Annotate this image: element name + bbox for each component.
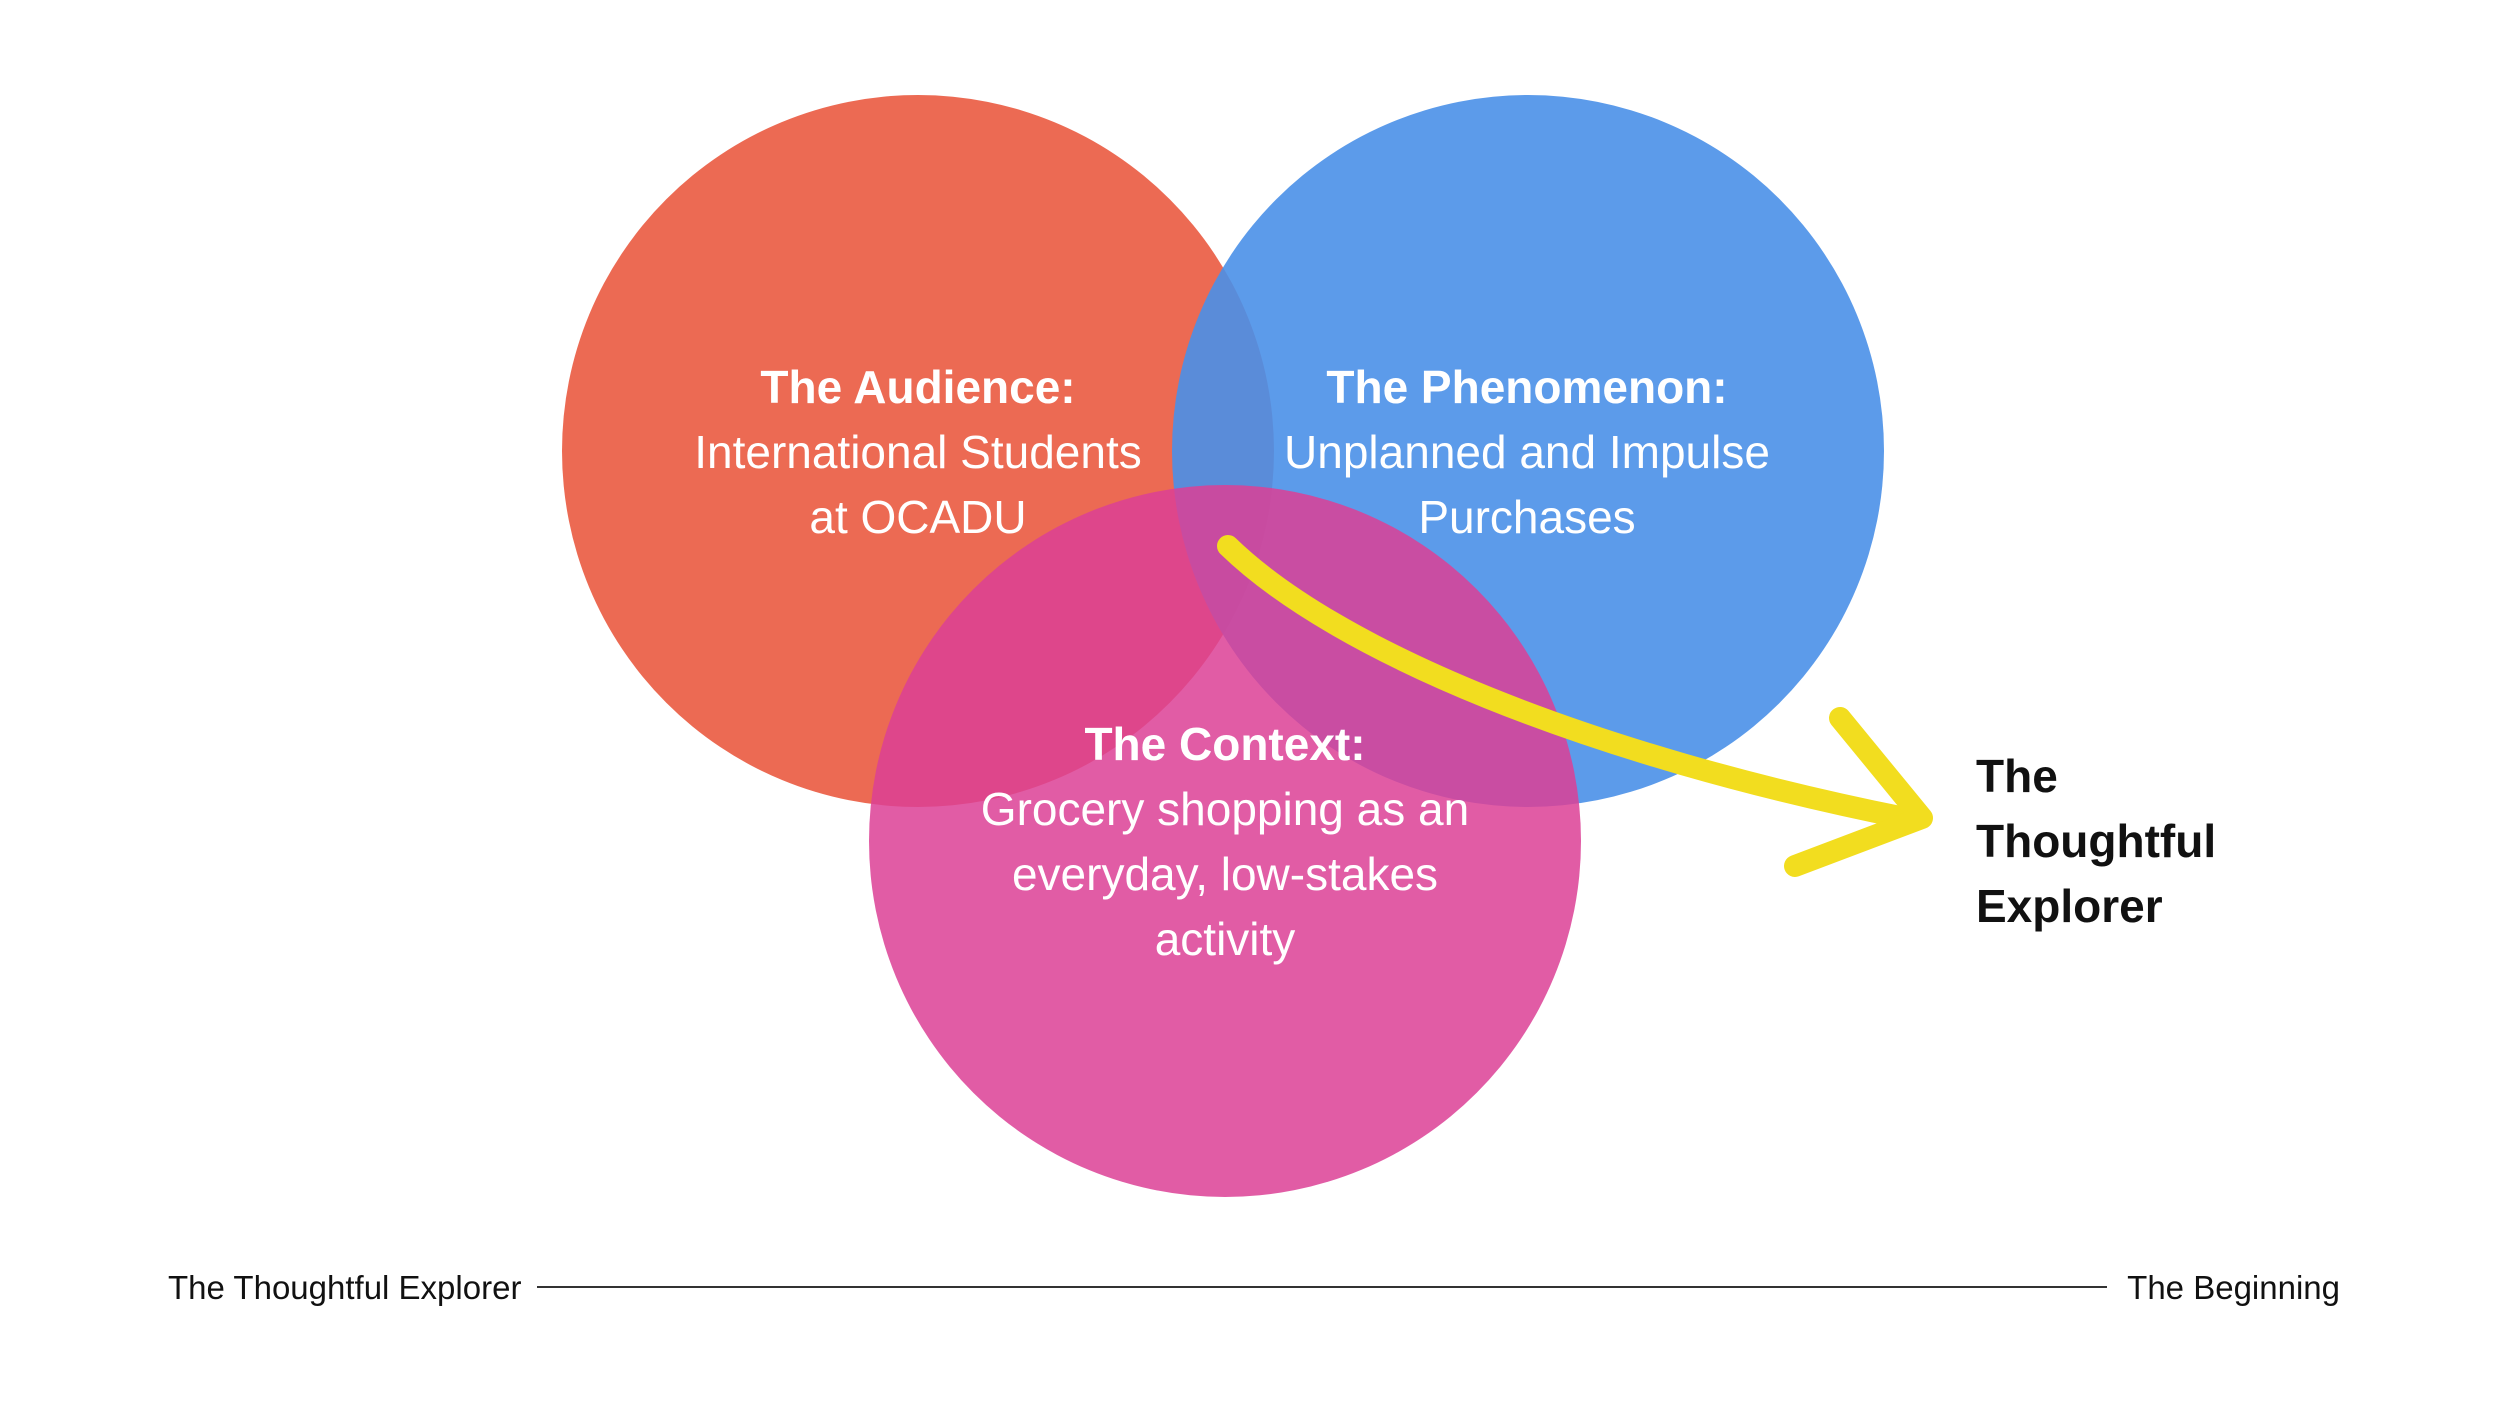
audience-line-2: at OCADU (809, 491, 1027, 543)
outcome-line-2: Thoughtful (1976, 815, 2217, 867)
phenomenon-label: The Phenomenon: Unplanned and Impulse Pu… (1247, 355, 1807, 550)
phenomenon-title: The Phenomenon: (1326, 361, 1728, 413)
context-line-2: everyday, low-stakes (1011, 848, 1439, 900)
context-title: The Context: (1084, 718, 1366, 770)
audience-line-1: International Students (694, 426, 1142, 478)
context-line-1: Grocery shopping as an (980, 783, 1470, 835)
curved-arrow-icon (1217, 535, 1933, 877)
outcome-line-1: The (1976, 750, 2058, 802)
audience-title: The Audience: (760, 361, 1076, 413)
arrow-shaft (1217, 535, 1926, 831)
arrow-head (1784, 707, 1933, 877)
footer-right-text: The Beginning (2127, 1269, 2340, 1306)
outcome-line-3: Explorer (1976, 880, 2163, 932)
outcome-label: The Thoughtful Explorer (1976, 744, 2276, 939)
audience-label: The Audience: International Students at … (638, 355, 1198, 550)
context-label: The Context: Grocery shopping as an ever… (945, 712, 1505, 972)
footer-divider (537, 1286, 2107, 1288)
phenomenon-line-2: Purchases (1418, 491, 1636, 543)
context-line-3: activity (1154, 913, 1296, 965)
footer-left-text: The Thoughtful Explorer (168, 1269, 522, 1306)
phenomenon-line-1: Unplanned and Impulse (1284, 426, 1770, 478)
